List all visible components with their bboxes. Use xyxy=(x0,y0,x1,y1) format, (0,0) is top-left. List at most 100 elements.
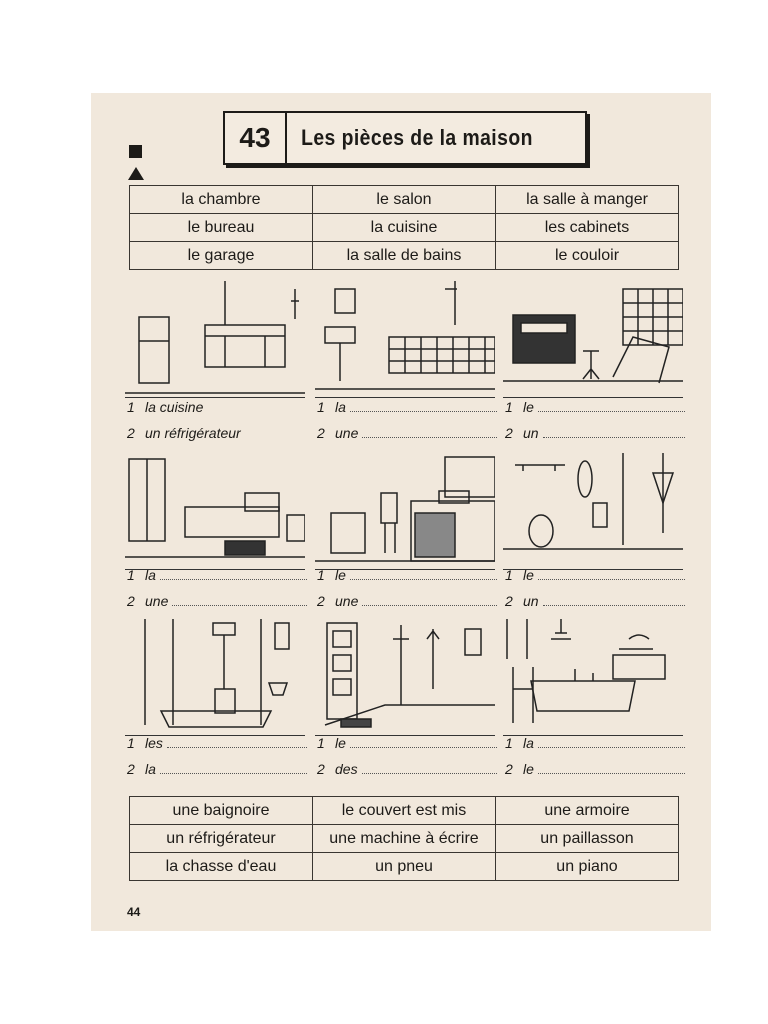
exercise-line: 1 les xyxy=(127,735,307,755)
exercise-line: 1 la xyxy=(317,399,497,419)
exercise-word: la xyxy=(335,399,346,415)
vocab-cell: un paillasson xyxy=(495,824,679,853)
office-illustration xyxy=(315,453,496,570)
page-number: 44 xyxy=(127,905,141,919)
hallway-illustration xyxy=(315,619,495,736)
exercise-line: 2 des xyxy=(317,761,497,781)
exercise-number: 1 xyxy=(317,567,325,583)
vocab-cell: la chambre xyxy=(129,185,313,214)
answer-blank[interactable] xyxy=(537,399,685,412)
exercise-word: la cuisine xyxy=(145,399,204,415)
vocab-cell: un réfrigérateur xyxy=(129,824,313,853)
answer-blank[interactable] xyxy=(542,425,685,438)
answer-blank[interactable] xyxy=(172,593,307,606)
exercise-word: le xyxy=(335,735,346,751)
lesson-number: 43 xyxy=(225,113,287,163)
exercise-word: un réfrigérateur xyxy=(145,425,241,441)
vocab-cell: une machine à écrire xyxy=(312,824,496,853)
vocab-table-bottom: une baignoire le couvert est mis une arm… xyxy=(129,796,679,881)
exercise-word: le xyxy=(523,399,534,415)
exercise-line: 2 une xyxy=(127,593,307,613)
answer-blank[interactable] xyxy=(537,735,685,748)
lesson-header: 43 Les pièces de la maison xyxy=(223,111,587,165)
exercise-word: le xyxy=(523,761,534,777)
square-bullet-icon xyxy=(129,145,142,158)
vocab-cell: la chasse d'eau xyxy=(129,852,313,881)
vocab-cell: le couvert est mis xyxy=(312,796,496,825)
answer-blank[interactable] xyxy=(159,761,307,774)
vocab-cell: la salle de bains xyxy=(312,241,496,270)
exercise-word: un xyxy=(523,425,539,441)
exercise-line: 2 une xyxy=(317,425,497,445)
exercise-line: 1 le xyxy=(505,567,685,587)
exercise-word: les xyxy=(145,735,163,751)
exercise-line: 2 une xyxy=(317,593,497,613)
exercise-number: 2 xyxy=(505,425,513,441)
exercise-number: 1 xyxy=(127,735,135,751)
exercise-word: un xyxy=(523,593,539,609)
exercise-number: 2 xyxy=(505,593,513,609)
vocab-cell: le garage xyxy=(129,241,313,270)
garage-illustration xyxy=(503,453,683,570)
answer-blank[interactable] xyxy=(361,761,497,774)
answer-blank[interactable] xyxy=(537,761,685,774)
exercise-line: 2 le xyxy=(505,761,685,781)
vocab-cell: la salle à manger xyxy=(495,185,679,214)
exercise-line: 1 le xyxy=(317,567,497,587)
answer-blank[interactable] xyxy=(362,425,497,438)
exercise-number: 1 xyxy=(317,735,325,751)
exercise-word: la xyxy=(145,761,156,777)
exercise-word: une xyxy=(335,425,359,441)
lesson-title: Les pièces de la maison xyxy=(301,125,533,150)
exercise-word: le xyxy=(335,567,346,583)
exercise-word: une xyxy=(145,593,169,609)
exercise-number: 1 xyxy=(505,735,513,751)
exercise-line: 1 le xyxy=(317,735,497,755)
exercise-word: des xyxy=(335,761,358,777)
exercise-line: 2 un xyxy=(505,425,685,445)
vocab-cell: le couloir xyxy=(495,241,679,270)
vocab-cell: la cuisine xyxy=(312,213,496,242)
vocab-table-top: la chambre le salon la salle à manger le… xyxy=(129,185,679,270)
vocab-cell: un piano xyxy=(495,852,679,881)
answer-blank[interactable] xyxy=(542,593,685,606)
vocab-cell: un pneu xyxy=(312,852,496,881)
vocab-cell: le salon xyxy=(312,185,496,214)
exercise-number: 2 xyxy=(317,761,325,777)
living-room-illustration xyxy=(503,281,684,398)
exercise-line: 1 le xyxy=(505,399,685,419)
exercise-line: 1 la xyxy=(127,567,307,587)
exercise-line: 2 la xyxy=(127,761,307,781)
exercise-number: 2 xyxy=(127,593,135,609)
exercise-number: 1 xyxy=(505,567,513,583)
exercise-number: 1 xyxy=(505,399,513,415)
answer-blank[interactable] xyxy=(362,593,497,606)
exercise-number: 1 xyxy=(127,399,135,415)
exercise-number: 1 xyxy=(317,399,325,415)
exercise-line: 2 un xyxy=(505,593,685,613)
vocab-cell: les cabinets xyxy=(495,213,679,242)
exercise-number: 2 xyxy=(317,593,325,609)
exercise-line: 1 la cuisine xyxy=(127,399,307,419)
exercise-number: 1 xyxy=(127,567,135,583)
vocab-cell: le bureau xyxy=(129,213,313,242)
answer-blank[interactable] xyxy=(537,567,685,580)
answer-blank[interactable] xyxy=(349,567,497,580)
answer-blank[interactable] xyxy=(349,399,497,412)
exercise-word: une xyxy=(335,593,359,609)
answer-blank[interactable] xyxy=(349,735,497,748)
exercise-line: 1 la xyxy=(505,735,685,755)
exercise-number: 2 xyxy=(127,425,135,441)
exercise-line: 2 un réfrigérateur xyxy=(127,425,307,445)
answer-blank[interactable] xyxy=(159,567,307,580)
kitchen-illustration xyxy=(125,281,305,398)
exercise-word: la xyxy=(523,735,534,751)
vocab-cell: une armoire xyxy=(495,796,679,825)
exercise-word: la xyxy=(145,567,156,583)
dining-room-illustration xyxy=(503,619,683,736)
bedroom-illustration xyxy=(125,453,306,570)
workbook-page: 43 Les pièces de la maison la chambre le… xyxy=(91,93,711,931)
exercise-number: 2 xyxy=(127,761,135,777)
answer-blank[interactable] xyxy=(166,735,307,748)
vocab-cell: une baignoire xyxy=(129,796,313,825)
